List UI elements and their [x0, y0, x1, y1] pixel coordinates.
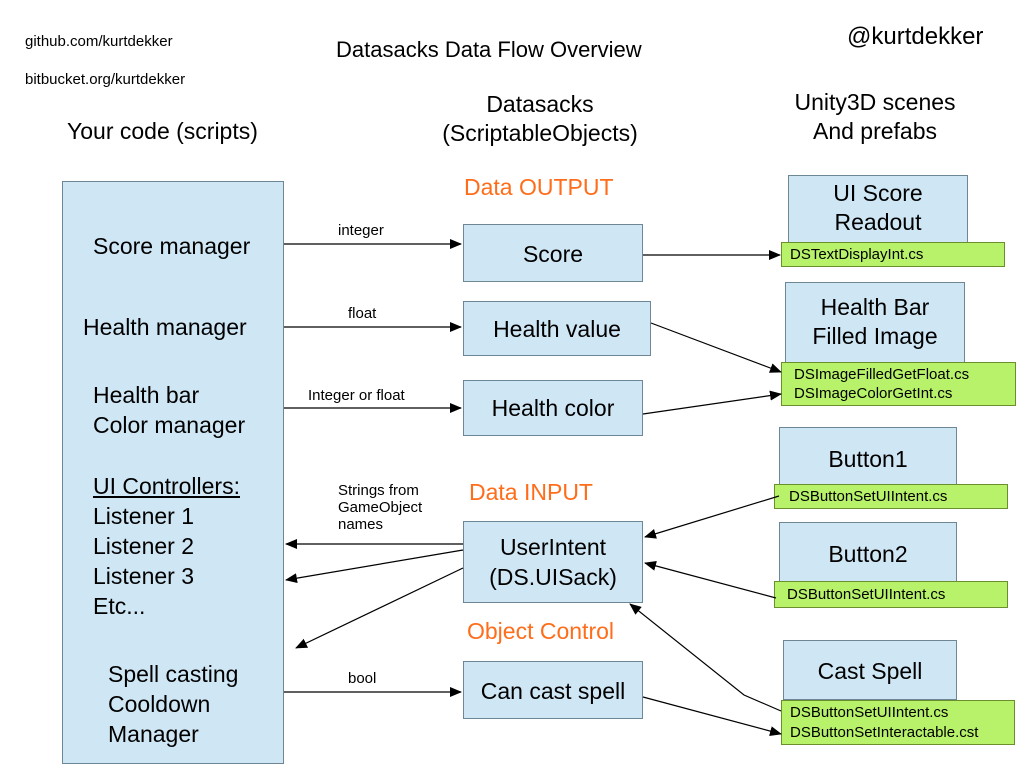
ds-image-filled-get-float-label: DSImageFilledGetFloat.cs: [794, 366, 970, 383]
edge-label-strings-line2: GameObject: [338, 499, 423, 516]
health-value-sack-label: Health value: [493, 316, 621, 342]
edge-label-float: float: [348, 305, 377, 322]
arrow-button1-to-userintent: [644, 495, 780, 539]
userintent-sack-line1: UserIntent: [499, 534, 607, 560]
ui-score-readout-line1: UI Score: [833, 180, 923, 206]
health-bar-filled-image-line1: Health Bar: [820, 294, 930, 320]
column-heading-unity: Unity3D scenes And prefabs: [760, 88, 990, 146]
ds-button-set-ui-intent-label: DSButtonSetUIIntent.cs: [790, 704, 949, 721]
health-bar-color-manager-line2: Color manager: [93, 412, 246, 438]
spell-cooldown-manager-line2: Cooldown: [108, 691, 211, 717]
arrow-userintent-to-spell-manager: [295, 567, 464, 649]
userintent-sack-label: UserIntent (DS.UISack): [464, 532, 642, 592]
score-manager-label: Score manager: [93, 233, 251, 259]
github-link[interactable]: github.com/kurtdekker: [25, 33, 173, 50]
edge-label-strings-line3: names: [338, 516, 384, 533]
section-data-output: Data OUTPUT: [464, 174, 614, 200]
ds-text-display-int-script: DSTextDisplayInt.cs: [781, 242, 1005, 267]
button2-object: Button2: [779, 522, 957, 582]
column-heading-scripts: Your code (scripts): [67, 118, 258, 144]
health-color-sack-label: Health color: [491, 395, 615, 421]
can-cast-spell-sack: Can cast spell: [463, 661, 643, 719]
section-data-input: Data INPUT: [469, 479, 593, 505]
score-sack: Score: [463, 224, 643, 282]
spell-cooldown-manager-line1: Spell casting: [108, 661, 239, 687]
edge-label-strings-line1: Strings from: [338, 482, 419, 499]
diagram-title: Datasacks Data Flow Overview: [336, 37, 642, 62]
column-heading-datasacks-line2: (ScriptableObjects): [442, 120, 638, 146]
arrow-cast-spell-to-userintent: [629, 603, 782, 712]
health-bar-filled-image-label: Health Bar Filled Image: [786, 293, 964, 351]
column-heading-datasacks: Datasacks (ScriptableObjects): [410, 90, 670, 148]
health-color-sack: Health color: [463, 380, 643, 436]
column-heading-datasacks-line1: Datasacks: [486, 91, 594, 117]
score-sack-label: Score: [522, 241, 584, 267]
arrow-button2-to-userintent: [644, 561, 777, 599]
health-bar-color-manager-label: Health bar Color manager: [93, 380, 245, 440]
ds-image-color-get-int-label: DSImageColorGetInt.cs: [794, 385, 953, 402]
arrow-health-color-to-color-getter: [642, 390, 782, 415]
health-bar-scripts: DSImageFilledGetFloat.cs DSImageColorGet…: [781, 362, 1016, 406]
userintent-sack-line2: (DS.UISack): [489, 564, 617, 590]
arrow-userintent-to-listener-3: [285, 549, 464, 584]
bitbucket-link[interactable]: bitbucket.org/kurtdekker: [25, 71, 186, 88]
health-value-sack: Health value: [463, 301, 651, 356]
health-manager-label: Health manager: [83, 314, 247, 340]
listener-2-label: Listener 2: [93, 533, 195, 559]
button2-label: Button2: [828, 541, 908, 567]
health-bar-filled-image-object: Health Bar Filled Image: [785, 282, 965, 364]
cast-spell-label: Cast Spell: [817, 658, 923, 684]
ds-text-display-int-label: DSTextDisplayInt.cs: [790, 246, 924, 263]
button1-script-label: DSButtonSetUIIntent.cs: [789, 488, 948, 505]
spell-cooldown-manager-line3: Manager: [108, 721, 199, 747]
health-bar-filled-image-line2: Filled Image: [812, 323, 938, 349]
userintent-sack: UserIntent (DS.UISack): [463, 521, 643, 603]
ui-score-readout-label: UI Score Readout: [789, 179, 967, 237]
edge-label-integer: integer: [338, 222, 384, 239]
arrow-can-cast-to-interactable: [642, 696, 782, 736]
ui-score-readout-line2: Readout: [834, 209, 922, 235]
cast-spell-object: Cast Spell: [783, 640, 957, 700]
listener-1-label: Listener 1: [93, 503, 195, 529]
button1-script: DSButtonSetUIIntent.cs: [774, 484, 1008, 509]
edge-label-bool: bool: [348, 670, 377, 687]
cast-spell-scripts: DSButtonSetUIIntent.cs DSButtonSetIntera…: [781, 700, 1015, 745]
column-heading-unity-line2: And prefabs: [812, 118, 938, 144]
can-cast-spell-sack-label: Can cast spell: [480, 678, 626, 704]
spell-cooldown-manager-label: Spell casting Cooldown Manager: [108, 659, 238, 749]
button2-script: DSButtonSetUIIntent.cs: [774, 581, 1008, 608]
button1-label: Button1: [828, 446, 908, 472]
section-object-control: Object Control: [467, 618, 615, 644]
ui-controllers-list: UI Controllers: Listener 1 Listener 2 Li…: [93, 471, 240, 621]
ui-score-readout-object: UI Score Readout: [788, 175, 968, 243]
edge-label-strings: Strings from GameObject names: [338, 482, 422, 533]
etc-label: Etc...: [93, 593, 146, 619]
ds-button-set-interactable-label: DSButtonSetInteractable.cst: [790, 724, 979, 741]
author-handle: @kurtdekker: [847, 23, 984, 50]
column-heading-unity-line1: Unity3D scenes: [794, 89, 956, 115]
edge-label-integer-or-float: Integer or float: [308, 387, 405, 404]
arrow-health-value-to-filled-image: [650, 322, 782, 373]
listener-3-label: Listener 3: [93, 563, 195, 589]
health-bar-color-manager-line1: Health bar: [93, 382, 200, 408]
button2-script-label: DSButtonSetUIIntent.cs: [787, 586, 946, 603]
ui-controllers-heading: UI Controllers:: [93, 473, 240, 499]
scripts-panel: [62, 181, 284, 764]
